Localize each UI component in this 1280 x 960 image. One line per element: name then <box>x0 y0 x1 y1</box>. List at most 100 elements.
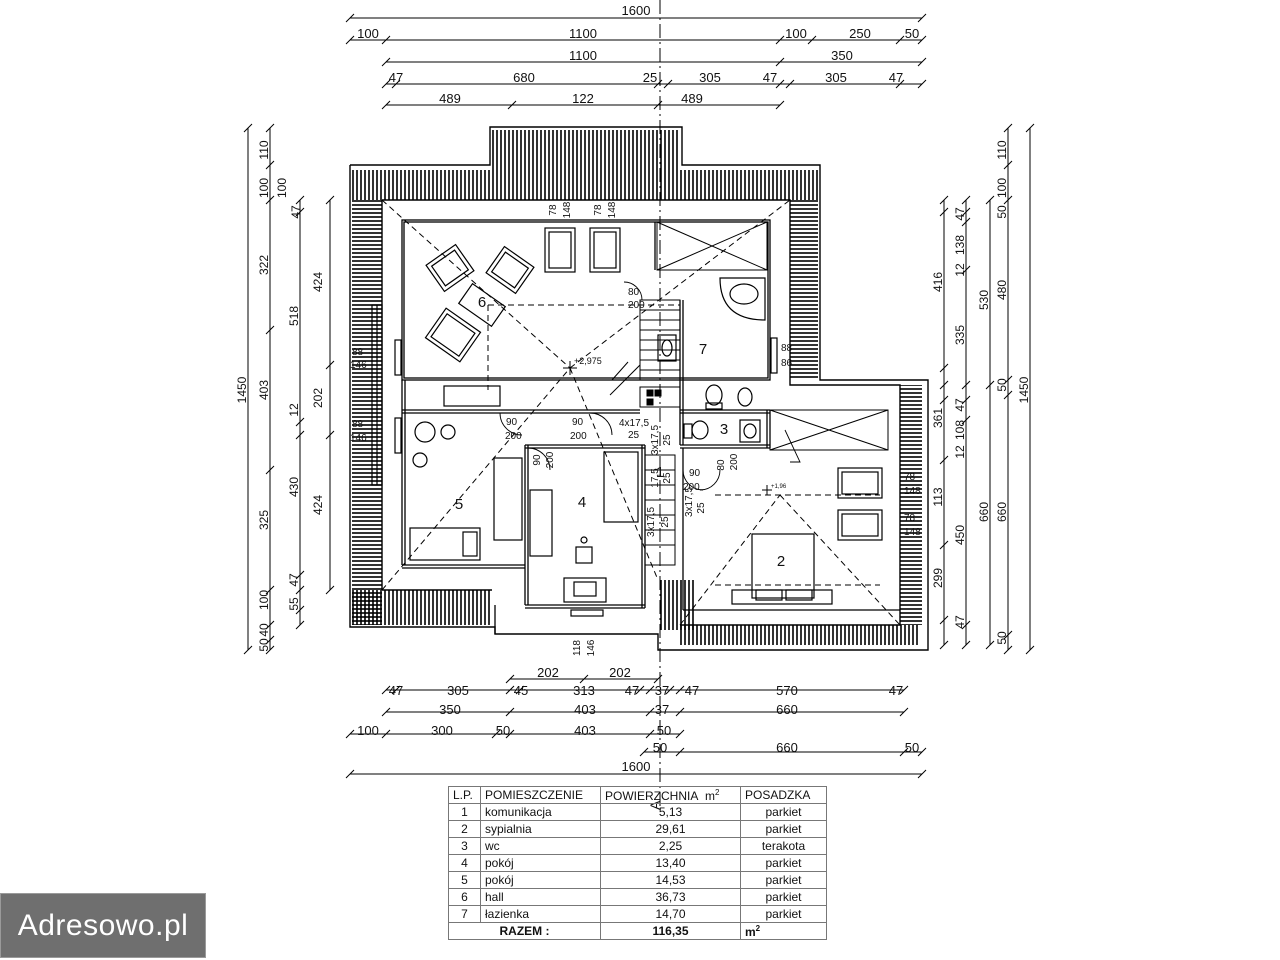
opening-height: 200 <box>729 453 740 470</box>
dimension-tick <box>381 100 391 110</box>
armchair-2 <box>485 245 535 295</box>
total-label: RAZEM : <box>448 922 601 940</box>
row-name: pokój <box>480 871 601 889</box>
row-floor: terakota <box>740 837 827 855</box>
interior-walls <box>401 219 900 634</box>
dimension-tick <box>345 35 355 45</box>
dim-bottom: 50 <box>653 740 667 755</box>
opening-height: 148 <box>904 527 921 538</box>
dim-left: 100 <box>257 178 271 198</box>
bathtub <box>719 277 766 321</box>
opening-width: 90 <box>506 417 518 428</box>
stair-label: 25 <box>660 516 671 528</box>
opening-width: 78 <box>593 204 604 216</box>
dimension-tick <box>663 79 673 89</box>
dimension-tick <box>381 79 391 89</box>
dimension-tick <box>1003 195 1013 205</box>
row-area: 5,13 <box>600 803 741 821</box>
dim-top: 47 <box>889 70 903 85</box>
dimension-tick <box>961 195 971 205</box>
dimension-tick <box>939 615 949 625</box>
row-area: 13,40 <box>600 854 741 872</box>
dim-top: 47 <box>389 70 403 85</box>
dimensions-left: 1450 110 100 322 403 325 100 40 50 100 4… <box>235 140 325 652</box>
total-unit: m2 <box>740 922 827 940</box>
stair-label: 25 <box>628 430 640 441</box>
dimension-tick <box>265 123 275 133</box>
table-chairs-room5 <box>412 421 456 468</box>
dimension-tick <box>899 747 909 757</box>
dimension-tick <box>961 395 971 405</box>
dimension-tick <box>939 380 949 390</box>
dim-left: 325 <box>257 510 271 530</box>
dim-top: 489 <box>681 91 703 106</box>
dim-left: 403 <box>257 380 271 400</box>
row-floor: parkiet <box>740 871 827 889</box>
dimension-tick <box>1003 630 1013 640</box>
dimension-tick <box>895 35 905 45</box>
dimension-tick <box>665 685 675 695</box>
dimension-tick <box>899 685 909 695</box>
opening-width: 90 <box>689 468 701 479</box>
toilet-wc <box>683 420 709 440</box>
dimension-tick <box>961 380 971 390</box>
opening-height: 200 <box>545 451 556 468</box>
dimension-tick <box>917 57 927 67</box>
armchair-1 <box>425 243 475 293</box>
dim-right: 110 <box>995 140 1009 159</box>
bench <box>443 385 501 407</box>
dim-top: 305 <box>825 70 847 85</box>
dimension-tick <box>1003 375 1013 385</box>
opening-width: 90 <box>572 417 584 428</box>
roof-windows <box>544 227 883 541</box>
dim-right: 50 <box>995 378 1009 392</box>
stair-label: 25 <box>696 502 707 514</box>
dimension-tick <box>295 430 305 440</box>
dimension-tick <box>939 363 949 373</box>
row-lp: 6 <box>448 888 481 906</box>
opening-height: 146 <box>350 433 367 444</box>
dimension-tick <box>939 455 949 465</box>
dimension-tick <box>961 207 971 217</box>
dimension-tick <box>917 79 927 89</box>
dimension-tick <box>985 195 995 205</box>
header-room: POMIESZCZENIE <box>480 786 601 804</box>
dim-bottom: 47 <box>889 683 903 698</box>
row-lp: 4 <box>448 854 481 872</box>
dimension-tick <box>391 685 401 695</box>
dimension-tick <box>265 645 275 655</box>
table-total-row: RAZEM : 116,35 m2 <box>448 922 827 940</box>
armchair-3 <box>424 307 482 363</box>
dim-bottom: 403 <box>574 723 596 738</box>
dim-top: 680 <box>513 70 535 85</box>
row-area: 2,25 <box>600 837 741 855</box>
dimension-tick <box>243 123 253 133</box>
dim-bottom-overall: 1600 <box>622 759 651 774</box>
dimension-tick <box>961 620 971 630</box>
room-number-3: 3 <box>720 421 728 438</box>
dimension-tick <box>939 640 949 650</box>
row-area: 14,70 <box>600 905 741 923</box>
dim-right: 50 <box>995 631 1009 645</box>
dimension-tick <box>961 640 971 650</box>
dimension-tick <box>939 395 949 405</box>
dimension-tick <box>1025 123 1035 133</box>
dim-right: 299 <box>931 568 945 588</box>
dimension-lines <box>247 17 1031 775</box>
coffee-table <box>457 282 507 328</box>
dim-right: 113 <box>931 487 945 506</box>
dimension-tick <box>895 79 905 89</box>
dimension-tick <box>807 35 817 45</box>
table-row: 6 hall 36,73 parkiet <box>448 888 827 906</box>
dim-top: 1100 <box>569 48 597 63</box>
toilet-bathroom <box>705 384 723 410</box>
dimension-tick <box>507 100 517 110</box>
opening-height: 200 <box>570 431 587 442</box>
row-floor: parkiet <box>740 888 827 906</box>
room-schedule-table: L.P. POMIESZCZENIE POWIERZCHNIA m2 POSAD… <box>448 786 827 940</box>
watermark-logo[interactable]: Adresowo.pl <box>0 893 206 958</box>
dim-top: 47 <box>763 70 777 85</box>
stair-label: 3x17,5 <box>646 507 657 537</box>
dimension-tick <box>961 217 971 227</box>
dim-right: 100 <box>995 178 1009 198</box>
